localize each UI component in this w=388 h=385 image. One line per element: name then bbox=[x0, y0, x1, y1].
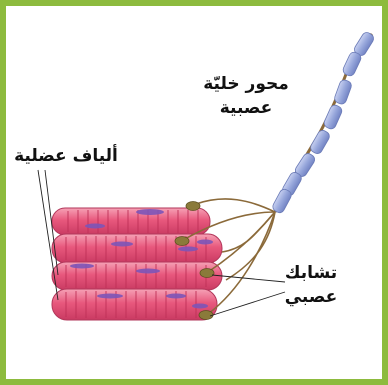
myelin-segment bbox=[341, 51, 362, 78]
myelin-segment bbox=[309, 129, 331, 156]
muscle-fiber-4 bbox=[52, 289, 217, 320]
label-junction-line1: تشابك bbox=[270, 261, 352, 285]
muscle-fiber-1 bbox=[52, 208, 210, 235]
label-axon: محور خليّة عصبية bbox=[196, 72, 296, 120]
synaptic-terminal bbox=[199, 311, 213, 320]
label-muscle-fibers-text: ألياف عضلية bbox=[10, 144, 122, 168]
leader-muscle-fibers bbox=[38, 170, 58, 300]
myelin-segment bbox=[323, 104, 344, 131]
myelin-segment bbox=[333, 79, 352, 106]
label-axon-line1: محور خليّة bbox=[196, 72, 296, 96]
label-junction-line2: عصبي bbox=[270, 285, 352, 309]
synaptic-terminal bbox=[186, 202, 200, 211]
axon bbox=[271, 31, 375, 215]
muscle-fibers bbox=[52, 208, 222, 320]
label-axon-line2: عصبية bbox=[196, 96, 296, 120]
myelin-segment bbox=[271, 188, 293, 215]
synaptic-terminal bbox=[175, 237, 189, 246]
synaptic-terminal bbox=[200, 269, 214, 278]
label-muscle-fibers: ألياف عضلية bbox=[10, 144, 122, 168]
label-neuromuscular-junction: تشابك عصبي bbox=[270, 261, 352, 309]
